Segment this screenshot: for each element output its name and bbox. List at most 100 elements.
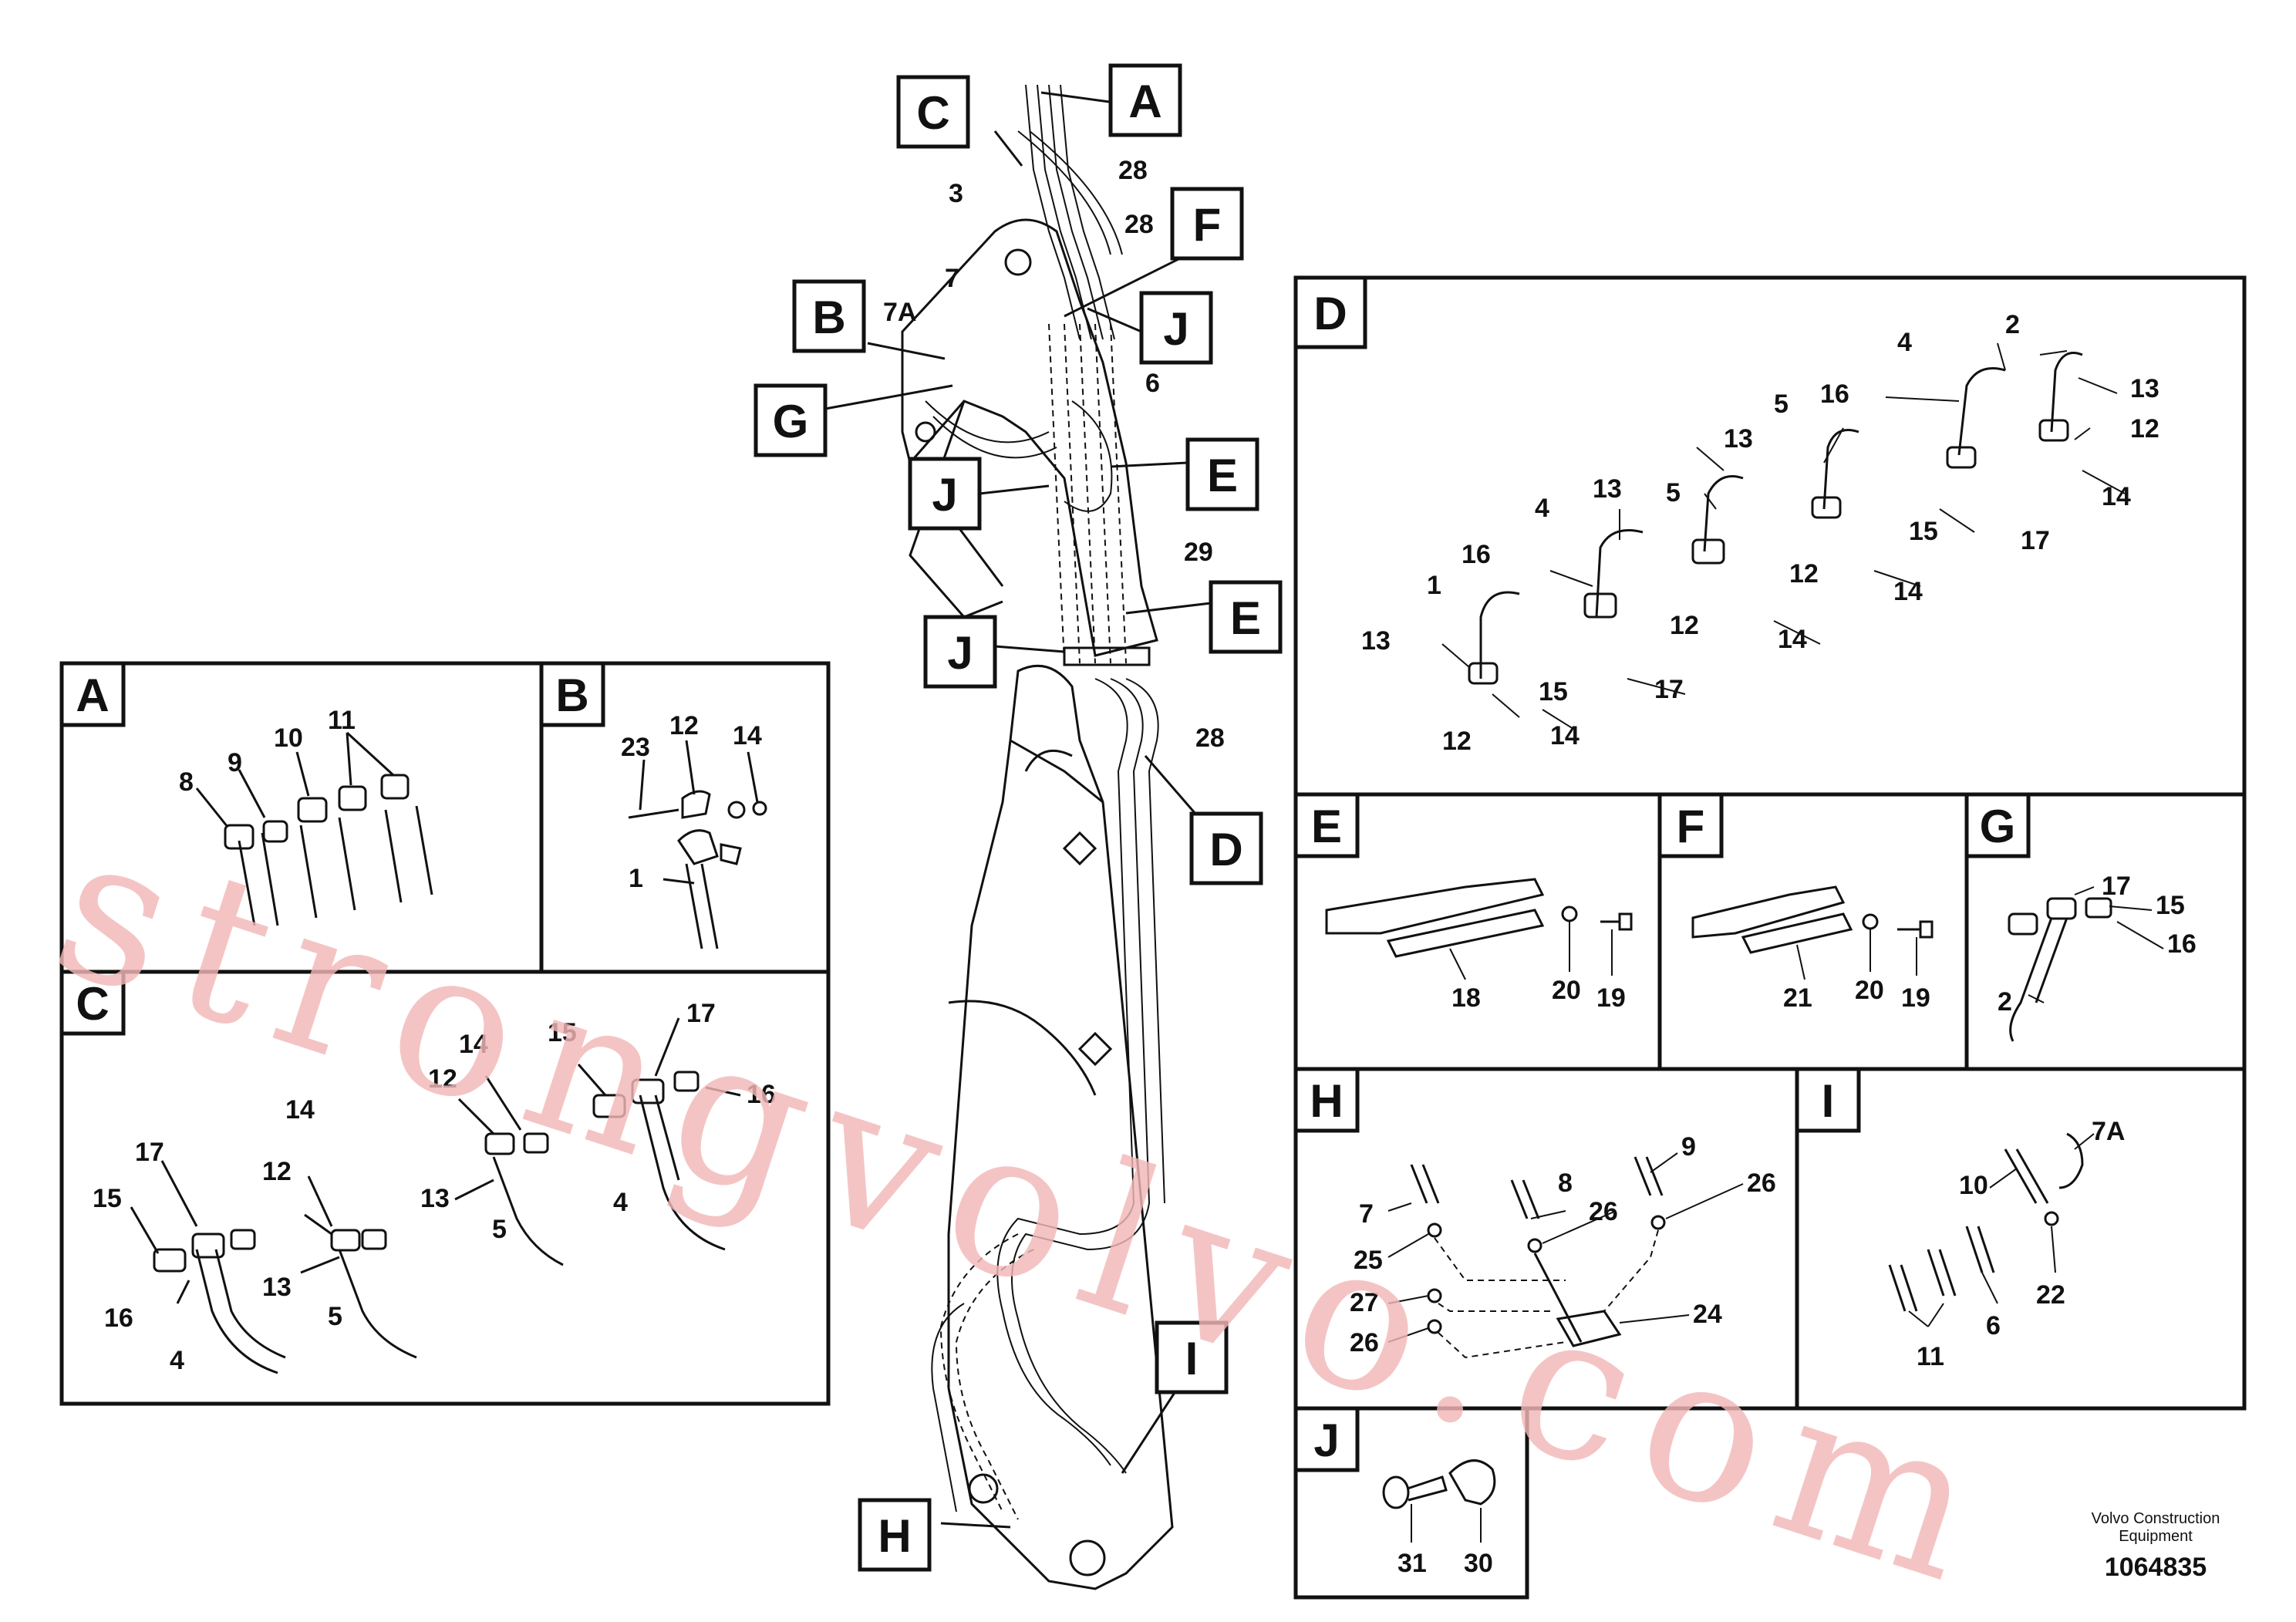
main-label-28: 28 [1195, 723, 1225, 753]
panel-b-title: B [555, 669, 588, 721]
panel-f-label-21: 21 [1783, 983, 1812, 1013]
panel-a-title: A [76, 669, 109, 721]
svg-text:C: C [916, 87, 949, 139]
panel-c-label-5: 5 [328, 1302, 342, 1331]
main-label-3: 3 [949, 179, 963, 208]
panel-c-label-17: 17 [686, 999, 716, 1028]
callout-a: A [1108, 63, 1182, 137]
callout-i: I [1155, 1320, 1229, 1394]
panel-d-label-12: 12 [1442, 727, 1472, 756]
svg-text:G: G [773, 396, 809, 447]
svg-text:J: J [932, 469, 957, 521]
panel-b-label-14: 14 [733, 721, 762, 750]
panel-g-label-17: 17 [2102, 872, 2131, 901]
svg-text:D: D [1209, 824, 1242, 875]
panel-h-label-9: 9 [1681, 1132, 1696, 1162]
panel-i-label-6: 6 [1986, 1311, 2001, 1340]
svg-text:F: F [1193, 199, 1222, 251]
panel-d-title: D [1313, 288, 1347, 339]
panel-j: J 31 30 [1293, 1406, 1529, 1600]
panel-f-label-20: 20 [1855, 976, 1884, 1005]
panel-i-title: I [1822, 1075, 1835, 1127]
boom-drawing [901, 84, 1174, 1590]
panel-h-label-8: 8 [1558, 1168, 1573, 1198]
panel-b: B 23 12 14 1 [539, 661, 831, 974]
callout-h: H [858, 1498, 932, 1572]
callout-e: E [1185, 437, 1259, 511]
panel-d-label-14: 14 [1778, 625, 1807, 654]
callout-f: F [1170, 187, 1244, 261]
panel-a: A 8 9 10 11 [59, 661, 544, 974]
panel-e-title: E [1311, 801, 1342, 852]
panel-e-label-19: 19 [1596, 983, 1626, 1013]
svg-text:A: A [1128, 76, 1161, 127]
panel-d-label-14: 14 [1893, 577, 1923, 606]
panel-f-label-19: 19 [1901, 983, 1930, 1013]
panel-c-label-4: 4 [170, 1346, 184, 1375]
panel-d-label-14: 14 [2102, 482, 2131, 511]
svg-text:E: E [1230, 592, 1261, 644]
panel-c-label-4: 4 [613, 1188, 628, 1217]
panel-d-label-12: 12 [1789, 559, 1819, 588]
panel-f-title: F [1677, 801, 1705, 852]
main-label-28: 28 [1118, 156, 1148, 185]
main-label-7: 7 [945, 264, 959, 293]
panel-c-label-12: 12 [428, 1064, 457, 1094]
panel-d-label-14: 14 [1550, 721, 1580, 750]
panel-d-label-13: 13 [1361, 626, 1391, 656]
panel-c-label-16: 16 [104, 1303, 133, 1333]
panel-d-label-17: 17 [2021, 526, 2050, 555]
panel-a-label-8: 8 [179, 767, 194, 797]
panel-i-label-7a: 7A [2092, 1117, 2125, 1146]
panel-i: I 7A 10 22 6 11 [1795, 1067, 2247, 1411]
panel-e-label-20: 20 [1552, 976, 1581, 1005]
panel-d-label-16: 16 [1820, 379, 1849, 409]
part-number: 1064835 [2105, 1553, 2207, 1582]
panel-d-label-13: 13 [2130, 374, 2159, 403]
panel-c-label-17: 17 [135, 1138, 164, 1167]
panel-g-label-15: 15 [2156, 891, 2185, 920]
panel-c-label-12: 12 [262, 1157, 292, 1186]
svg-text:E: E [1207, 450, 1238, 501]
svg-text:J: J [947, 627, 973, 679]
panel-d-label-1: 1 [1427, 571, 1441, 600]
panel-f: F 21 20 19 [1657, 792, 1969, 1071]
panel-c-title: C [76, 978, 109, 1030]
callout-b: B [792, 279, 866, 353]
panel-d-label-12: 12 [2130, 414, 2159, 443]
panel-h-label-26: 26 [1589, 1197, 1618, 1226]
panel-a-hoses [224, 774, 433, 926]
main-label-6: 6 [1145, 369, 1160, 398]
panel-h-label-27: 27 [1350, 1288, 1379, 1317]
panel-d: D 2 4 13 12 14 16 15 17 5 13 [1293, 275, 2247, 797]
panel-g-label-16: 16 [2167, 929, 2197, 959]
panel-g-title: G [1980, 801, 2016, 852]
footer-company-line2: Equipment [2119, 1528, 2193, 1545]
panel-g: G 17 15 16 2 [1964, 792, 2247, 1071]
main-label-7a: 7A [883, 298, 916, 327]
panel-h-label-26: 26 [1350, 1328, 1379, 1357]
panel-b-label-12: 12 [669, 711, 699, 740]
panel-c-label-16: 16 [747, 1080, 776, 1109]
footer-company-line1: Volvo Construction [2092, 1510, 2220, 1527]
panel-h-label-25: 25 [1354, 1246, 1383, 1275]
panel-d-label-5: 5 [1774, 389, 1789, 419]
panel-i-label-11: 11 [1917, 1342, 1944, 1371]
panel-e-label-18: 18 [1451, 983, 1481, 1013]
panel-c-label-14: 14 [459, 1030, 488, 1059]
panel-c: C 17 15 16 4 14 12 13 5 [59, 969, 831, 1406]
panel-d-label-4: 4 [1535, 494, 1549, 523]
callout-e: E [1209, 580, 1283, 654]
svg-text:H: H [878, 1510, 911, 1562]
panel-i-label-22: 22 [2036, 1280, 2065, 1310]
panel-d-label-12: 12 [1670, 611, 1699, 640]
main-leaders [824, 91, 1212, 1529]
panel-d-label-4: 4 [1897, 328, 1912, 357]
panel-d-label-16: 16 [1462, 540, 1491, 569]
panel-d-label-5: 5 [1666, 478, 1681, 508]
panel-c-label-5: 5 [492, 1215, 507, 1244]
main-label-28: 28 [1124, 210, 1154, 239]
panel-d-label-15: 15 [1539, 677, 1568, 706]
svg-text:I: I [1185, 1333, 1199, 1384]
panel-g-label-2: 2 [1998, 987, 2012, 1017]
